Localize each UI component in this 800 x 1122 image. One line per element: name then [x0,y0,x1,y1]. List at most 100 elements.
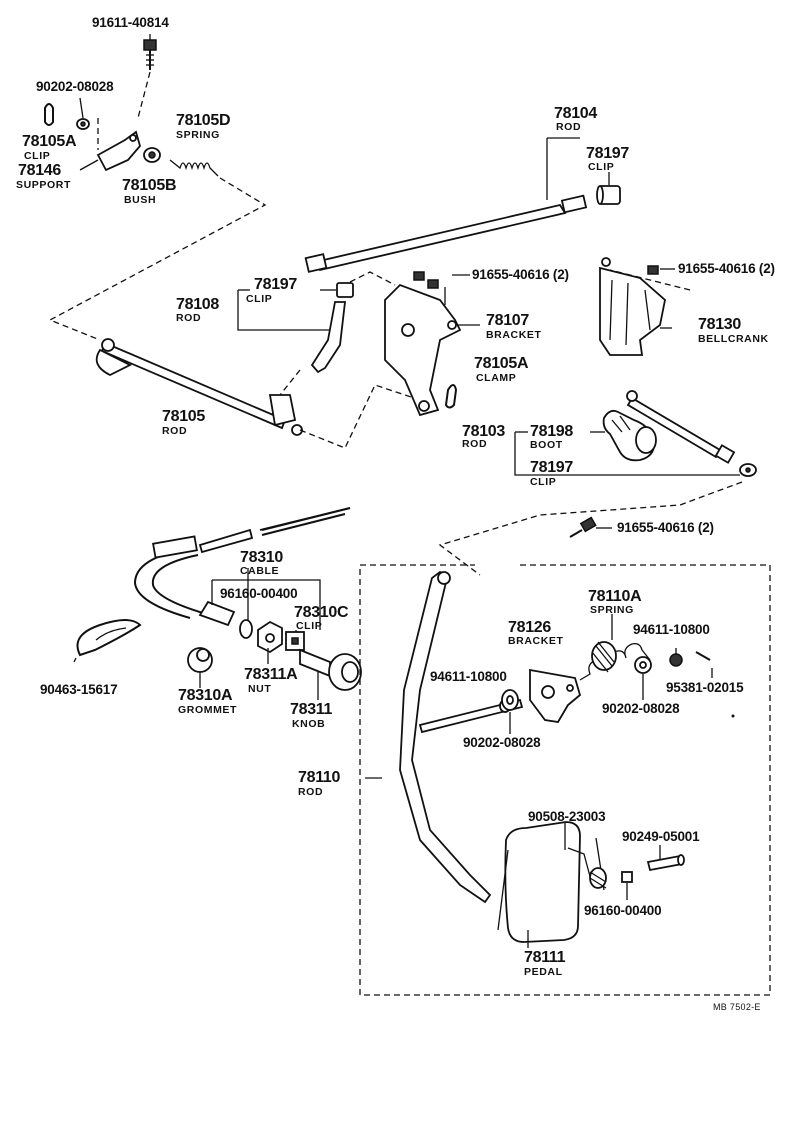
spring-90508-23003 [567,837,607,891]
footer-code: MB 7502-E [713,1002,761,1012]
label-78111-name: PEDAL [524,966,563,978]
label-90202-08028-c: 90202-08028 [602,701,680,716]
label-78311A-name: NUT [248,683,272,695]
dash-bellcrank [609,269,691,291]
clamp-78105A [444,384,458,409]
nut-78311A [257,620,283,654]
label-78111-num: 78111 [524,949,566,966]
label-90249-05001: 90249-05001 [622,829,700,844]
label-78105B-name: BUSH [124,194,157,206]
label-78198-num: 78198 [530,423,573,440]
label-96160-00400-b: 96160-00400 [584,903,662,918]
label-78311-num: 78311 [290,701,333,718]
bellcrank-78130 [599,257,666,356]
bracket-78126 [529,668,582,723]
label-78107-name: BRACKET [486,329,542,341]
grommet-78310A [187,647,213,673]
pedal-78111 [497,821,581,943]
label-96160-00400-a: 96160-00400 [220,586,298,601]
pin-95381-02015 [695,651,711,661]
label-78104-num: 78104 [554,105,597,122]
rod-78104 [304,194,588,273]
label-91655-a: 91655-40616 (2) [472,267,569,282]
label-78110A-num: 78110A [588,588,642,605]
label-78110A-name: SPRING [590,604,634,616]
dash-rod108 [279,271,396,396]
label-78108-num: 78108 [176,296,219,313]
pin-90249-05001 [646,854,685,872]
label-78197-mid-num: 78197 [254,276,297,293]
label-78130-num: 78130 [698,316,741,333]
dash-lower [438,481,743,576]
dash-rod105 [299,384,421,449]
label-78197-low-name: CLIP [530,476,557,488]
label-91655-b: 91655-40616 (2) [678,261,775,276]
label-90463-15617: 90463-15617 [40,682,118,697]
label-78126-name: BRACKET [508,635,564,647]
bolt-91655-c [569,516,597,538]
rod-78103 [626,390,736,464]
bolt-91611-40814 [143,34,157,70]
washer-94611-b [669,653,683,667]
label-78310C-name: CLIP [296,620,323,632]
label-78198-name: BOOT [530,439,563,451]
label-78105A-clip-name: CLIP [24,150,51,162]
boot-78198 [602,409,657,462]
spring-78105D [169,159,219,177]
label-94611-10800-a: 94611-10800 [430,669,507,684]
spring-78110A [579,641,651,681]
label-78103-num: 78103 [462,423,505,440]
label-91611-40814: 91611-40814 [92,15,169,30]
rod-78110 [399,571,524,904]
label-78105D-name: SPRING [176,129,220,141]
label-78197-top-num: 78197 [586,145,629,162]
clip-78197-mid [336,282,354,298]
clip-78197-top [596,185,621,205]
label-78146-num: 78146 [18,162,61,179]
label-78310-name: CABLE [240,565,280,577]
washer-90202-08028-top [76,118,90,130]
knob-78311 [299,648,362,691]
label-78110-num: 78110 [298,769,341,786]
label-78310-num: 78310 [240,549,283,566]
label-95381-02015: 95381-02015 [666,680,744,695]
label-78107-num: 78107 [486,312,529,329]
label-90202-08028-b: 90202-08028 [463,735,541,750]
clip-78105A-top [44,103,54,126]
label-78105A-clip-num: 78105A [22,133,77,150]
label-78126-num: 78126 [508,619,551,636]
clamp-90463-15617 [73,619,142,663]
label-78105-num: 78105 [162,408,205,425]
support-78146 [96,130,141,172]
label-91655-c: 91655-40616 (2) [617,520,714,535]
pedal-assembly-frame [359,564,771,996]
dash-spring-rod [48,177,267,341]
label-78104-name: ROD [556,121,582,133]
nut-96160-00400-b [621,871,633,883]
label-78310A-num: 78310A [178,687,233,704]
bush-78105B [143,147,161,163]
label-78105A-clamp-name: CLAMP [476,372,517,384]
label-90508-23003: 90508-23003 [528,809,606,824]
label-78311-name: KNOB [292,718,326,730]
label-78110-name: ROD [298,786,324,798]
label-78197-mid-name: CLIP [246,293,273,305]
dash-bolt-support [137,71,151,119]
label-78310A-name: GROMMET [178,704,238,716]
label-78108-name: ROD [176,312,202,324]
label-78197-low-num: 78197 [530,459,573,476]
cable-78310 [133,507,351,639]
rod-78108 [310,301,347,374]
label-78103-name: ROD [462,438,488,450]
washer-90202-b [501,689,519,711]
clip-78197-low [739,463,757,477]
bracket-78107 [384,271,462,417]
label-78146-name: SUPPORT [16,179,71,191]
label-94611-10800-b: 94611-10800 [633,622,710,637]
washer-90202-c [634,656,652,674]
label-78105B-num: 78105B [122,177,177,194]
label-78311A-num: 78311A [244,666,298,683]
label-78105D-num: 78105D [176,112,231,129]
label-78130-name: BELLCRANK [698,333,769,345]
